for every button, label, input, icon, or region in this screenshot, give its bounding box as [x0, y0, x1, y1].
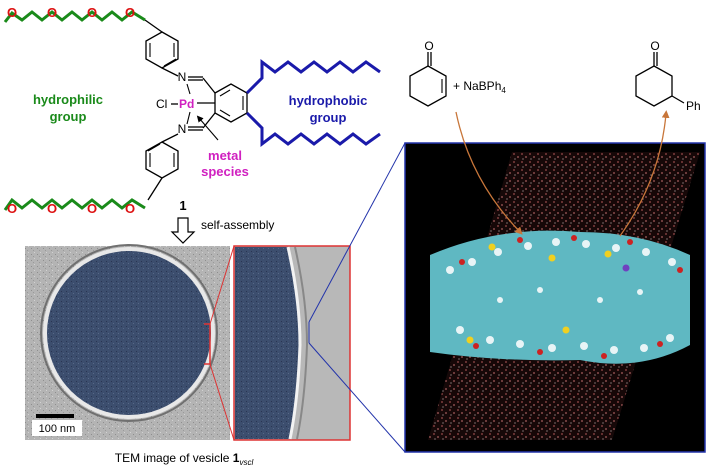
imine-nitrogen-bottom: N — [178, 122, 187, 136]
chloro-label: Cl — [156, 97, 167, 111]
bilayer-palladium — [466, 243, 612, 344]
tem-caption: TEM image of vesicle 1vscl — [115, 451, 254, 467]
self-assembly-label: self-assembly — [201, 218, 274, 232]
product-out-arrow — [619, 110, 670, 237]
membrane-zoom-panel — [233, 245, 351, 441]
bilayer-molecules — [430, 230, 690, 364]
hydrophilic-label: hydrophilic — [33, 92, 103, 107]
ether-oxygen-bottom-2: O — [47, 201, 57, 216]
imine-nitrogen-top: N — [178, 70, 187, 84]
palladium-label: Pd — [179, 97, 194, 111]
bottom-phenyl-ring — [145, 141, 179, 179]
ether-oxygen-top-1: O — [7, 5, 17, 20]
bilayer-oxygens — [459, 235, 683, 359]
ether-oxygen-bottom-3: O — [87, 201, 97, 216]
hydrophobic-group-label: group — [310, 110, 347, 125]
hydrophilic-group-label: group — [50, 109, 87, 124]
ether-oxygen-bottom-1: O — [7, 201, 17, 216]
hydrophobic-label: hydrophobic — [289, 93, 368, 108]
ketone-oxygen-left: O — [424, 39, 433, 53]
top-alkyl-chain — [245, 58, 381, 95]
vesicle-body — [43, 247, 215, 419]
self-assembly-arrow — [170, 217, 196, 244]
ether-oxygen-bottom-4: O — [125, 201, 135, 216]
reagent-label: + NaBPh4 — [453, 79, 506, 95]
top-phenyl-ring — [145, 31, 179, 69]
metal-species-label: metal — [208, 148, 242, 163]
reactant-in-arrow — [455, 111, 523, 235]
metal-species-label-line2: species — [201, 164, 249, 179]
phenyl-substituent: Ph — [686, 99, 701, 113]
product-ring — [635, 65, 673, 107]
tem-image: 100 nm — [25, 244, 230, 440]
bottom-glycol-chain — [3, 197, 146, 211]
cyclohexenone-ring — [409, 65, 447, 107]
ketone-oxygen-right: O — [650, 39, 659, 53]
compound-number: 1 — [179, 198, 186, 213]
amphiphile-structure: O O O O O O O O N Cl Pd — [3, 5, 381, 216]
reaction-scheme: O + NaBPh4 O Ph — [409, 39, 701, 237]
scale-bar — [36, 414, 74, 418]
bilayer-hydrogens — [446, 238, 676, 354]
ether-oxygen-top-4: O — [125, 5, 135, 20]
top-glycol-chain — [3, 10, 146, 23]
pincer-benzene-ring — [214, 83, 248, 123]
md-simulation-panel — [404, 142, 706, 453]
ether-oxygen-top-2: O — [47, 5, 57, 20]
zoom-marker — [204, 323, 211, 365]
scale-bar-label: 100 nm — [39, 423, 76, 435]
bottom-alkyl-chain — [245, 111, 381, 148]
ether-oxygen-top-3: O — [87, 5, 97, 20]
